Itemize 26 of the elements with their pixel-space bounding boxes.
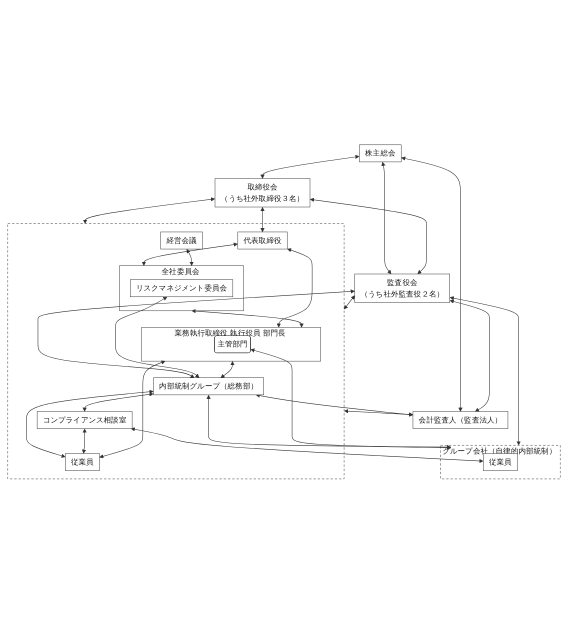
arrow: [38, 289, 355, 378]
arrow: [26, 390, 154, 458]
arrow: [381, 162, 392, 274]
arrow: [450, 300, 490, 412]
arrow: [260, 207, 265, 232]
arrow: [82, 428, 87, 454]
arrow: [344, 409, 414, 417]
arrow: [256, 394, 414, 417]
arrow: [82, 392, 154, 412]
arrow: [344, 296, 355, 310]
arrow: [401, 156, 463, 412]
arrow: [99, 360, 166, 458]
arrow: [250, 348, 452, 450]
arrow: [130, 427, 484, 464]
cluster: [8, 224, 344, 480]
arrow: [192, 309, 304, 328]
arrow: [115, 296, 200, 378]
arrow: [276, 248, 312, 328]
arrow: [206, 395, 452, 450]
arrow: [142, 242, 238, 266]
arrow: [186, 249, 194, 266]
arrow: [220, 361, 235, 378]
arrow: [260, 154, 360, 179]
arrow: [83, 197, 216, 224]
arrow: [450, 296, 521, 446]
arrow: [310, 198, 427, 274]
